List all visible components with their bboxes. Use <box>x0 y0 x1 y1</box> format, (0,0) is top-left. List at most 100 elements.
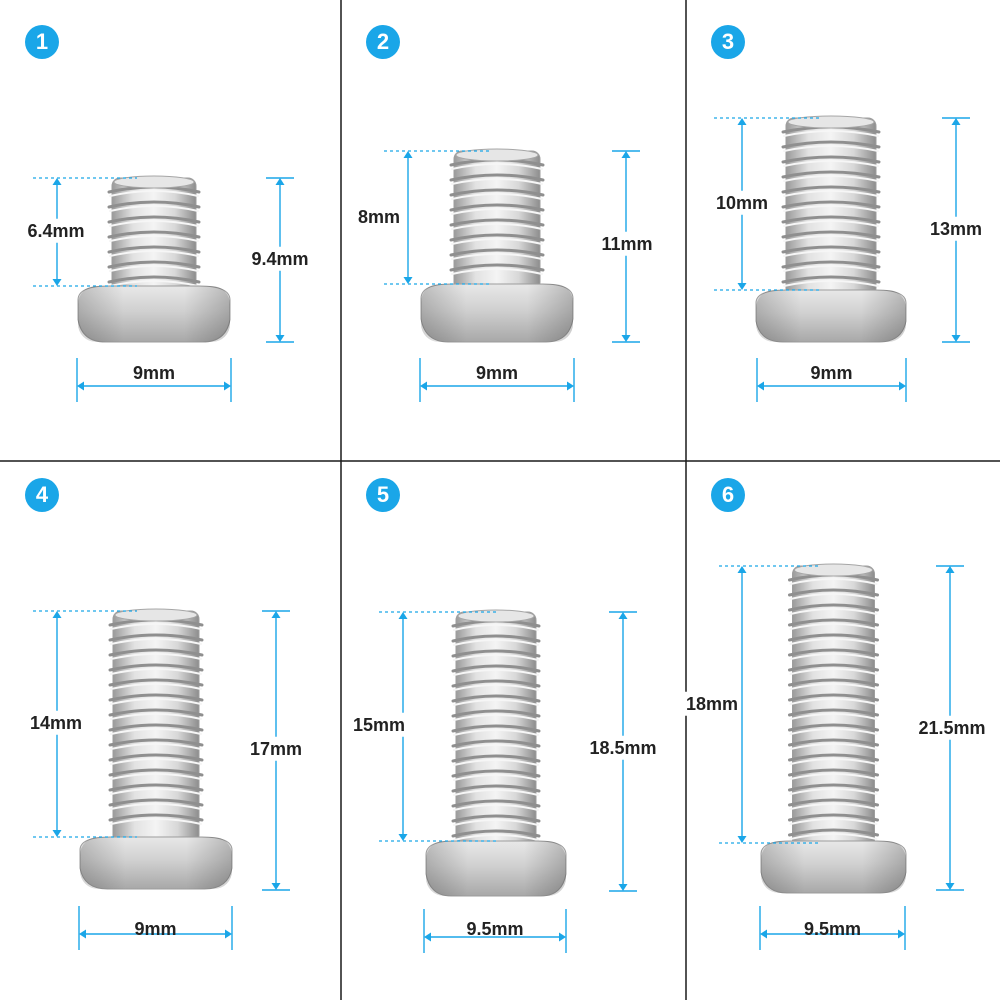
screw-tip <box>113 175 195 189</box>
screw-panels: 16.4mm9.4mm9mm28mm11mm9mm310mm13mm9mm414… <box>24 25 989 953</box>
head-diameter-dimension-arrow-left <box>420 381 427 391</box>
screw-threads <box>788 573 879 840</box>
panel-number-badge: 6 <box>711 478 745 512</box>
thread-length-label: 14mm <box>30 713 82 733</box>
thread-length-dimension-arrow-down <box>737 836 747 843</box>
panel-number-badge: 4 <box>25 478 59 512</box>
label-backing <box>246 736 306 761</box>
badge-circle <box>366 478 400 512</box>
thread-length-dimension-arrow-up <box>403 151 413 158</box>
label-backing <box>926 216 986 241</box>
thread-length-dimension <box>403 151 413 284</box>
total-length-dimension-arrow-up <box>621 151 631 158</box>
screw-illustration <box>755 115 907 343</box>
thread-length-label: 6.4mm <box>27 221 84 241</box>
label-backing <box>598 231 656 256</box>
total-length-dimension-arrow-up <box>618 612 628 619</box>
head-diameter-dimension-arrow-right <box>225 929 232 939</box>
screw-illustration <box>760 563 907 894</box>
head-diameter-dimension <box>759 906 906 950</box>
head-diameter-label: 9mm <box>133 363 175 383</box>
thread-guides <box>379 611 498 842</box>
head-diameter-dimension-arrow-left <box>79 929 86 939</box>
screw-threads <box>451 619 541 841</box>
screw-threads <box>107 185 201 287</box>
panel-number-badge: 5 <box>366 478 400 512</box>
head-diameter-dimension <box>78 906 233 950</box>
badge-circle <box>25 478 59 512</box>
head-diameter-dimension-arrow-right <box>898 929 905 939</box>
thread-guides <box>33 177 137 287</box>
screw-threads <box>108 618 204 825</box>
total-length-dimension-arrow-down <box>618 884 628 891</box>
label-backing <box>349 712 409 737</box>
head-diameter-dimension-arrow-right <box>567 381 574 391</box>
head-diameter-label: 9.5mm <box>804 919 861 939</box>
screw-tip <box>114 608 198 622</box>
total-length-dimension-arrow-up <box>275 178 285 185</box>
head-diameter-label: 9mm <box>810 363 852 383</box>
thread-length-dimension-arrow-down <box>52 279 62 286</box>
head-diameter-dimension-arrow-left <box>77 381 84 391</box>
head-diameter-dimension-arrow-left <box>760 929 767 939</box>
head-diameter-dimension-arrow-left <box>757 381 764 391</box>
label-backing <box>712 190 772 215</box>
head-diameter-dimension-arrow-right <box>224 381 231 391</box>
thread-length-dimension-arrow-up <box>737 118 747 125</box>
panel-number: 3 <box>722 29 734 54</box>
badge-circle <box>711 478 745 512</box>
head-diameter-label: 9mm <box>476 363 518 383</box>
screw-illustration <box>420 148 574 343</box>
thread-length-label: 8mm <box>358 207 400 227</box>
screw-illustration <box>77 175 231 343</box>
label-backing <box>26 710 86 735</box>
thread-length-dimension-arrow-down <box>737 283 747 290</box>
thread-length-dimension-arrow-up <box>52 611 62 618</box>
panel-number: 4 <box>36 482 49 507</box>
thread-guides <box>714 117 822 291</box>
thread-length-dimension-arrow-down <box>52 830 62 837</box>
head-diameter-label: 9.5mm <box>466 919 523 939</box>
head-diameter-dimension <box>419 358 575 402</box>
thread-length-dimension-arrow-down <box>403 277 413 284</box>
thread-guides <box>33 610 137 838</box>
panel-number: 1 <box>36 29 48 54</box>
total-length-dimension-arrow-down <box>945 883 955 890</box>
badge-circle <box>25 25 59 59</box>
head-diameter-dimension <box>756 358 907 402</box>
total-length-label: 13mm <box>930 219 982 239</box>
label-backing <box>24 218 88 243</box>
head-diameter-dimension-arrow-left <box>424 932 431 942</box>
panel-number: 2 <box>377 29 389 54</box>
panel-number-badge: 1 <box>25 25 59 59</box>
total-length-label: 9.4mm <box>251 249 308 269</box>
panel-number-badge: 2 <box>366 25 400 59</box>
head-diameter-dimension-arrow-right <box>559 932 566 942</box>
screw-illustration <box>425 609 567 897</box>
total-length-dimension-arrow-up <box>271 611 281 618</box>
screw-tip <box>455 148 539 162</box>
badge-circle <box>711 25 745 59</box>
total-length-dimension-arrow-down <box>951 335 961 342</box>
thread-length-dimension-arrow-up <box>737 566 747 573</box>
panel-number-badge: 3 <box>711 25 745 59</box>
label-backing <box>354 204 404 229</box>
thread-length-label: 10mm <box>716 193 768 213</box>
screw-tip <box>787 115 875 129</box>
thread-length-dimension-arrow-down <box>398 834 408 841</box>
panel-3: 3 10mm 13mm 9mm <box>711 25 986 402</box>
screw-tip <box>794 563 873 577</box>
screw-illustration <box>79 608 233 890</box>
panel-1: 1 6.4mm 9.4mm 9mm <box>24 25 312 402</box>
panel-number: 6 <box>722 482 734 507</box>
label-backing <box>682 691 742 716</box>
total-length-label: 18.5mm <box>589 738 656 758</box>
screw-tip <box>457 609 535 623</box>
total-length-dimension-arrow-down <box>271 883 281 890</box>
thread-length-dimension <box>737 566 747 843</box>
total-length-dimension-arrow-up <box>951 118 961 125</box>
